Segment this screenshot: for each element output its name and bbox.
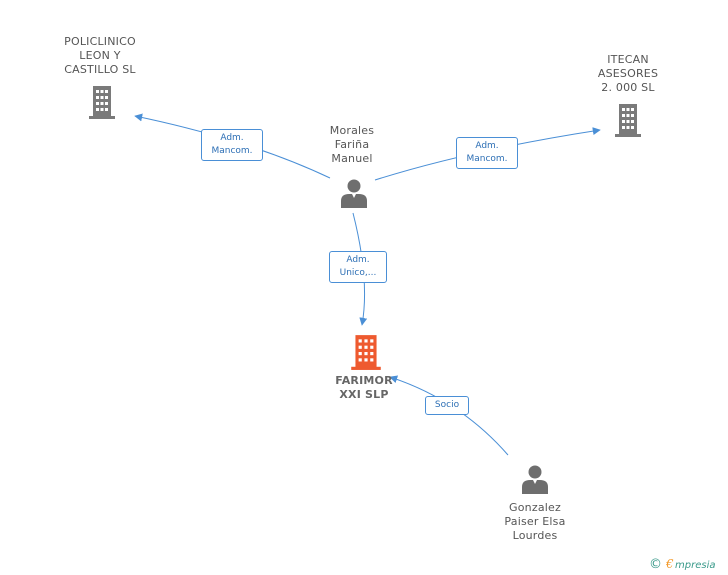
copyright-symbol: © (649, 556, 662, 572)
node-label-gonzalez[interactable]: Gonzalez Paiser Elsa Lourdes (483, 501, 587, 543)
building-icon[interactable] (86, 84, 118, 120)
edge-label-line-2: Unico,... (339, 268, 377, 278)
policlinico-line-1: POLICLINICO (64, 35, 136, 48)
morales-line-2: Fariña (334, 138, 370, 151)
edge-label-morales-policlinico[interactable]: Adm. Mancom. (201, 129, 263, 161)
itecan-line-2: ASESORES (597, 67, 659, 80)
empresia-logo-text: mpresia (675, 560, 715, 571)
edge-label-line-1: Adm. (475, 141, 499, 151)
edge-label-line-1: Socio (434, 400, 460, 410)
edge-label-line-1: Adm. (220, 133, 244, 143)
edge-label-morales-farimor[interactable]: Adm. Unico,... (329, 251, 387, 283)
gonzalez-line-3: Lourdes (512, 529, 558, 542)
edge-label-line-1: Adm. (346, 255, 370, 265)
gonzalez-line-1: Gonzalez (509, 501, 561, 514)
person-icon[interactable] (520, 464, 550, 494)
edge-label-line-2: Mancom. (211, 146, 253, 156)
building-icon-focus[interactable] (349, 333, 383, 371)
edge-label-morales-itecan[interactable]: Adm. Mancom. (456, 137, 518, 169)
node-label-farimor[interactable]: FARIMOR XXI SLP (314, 374, 414, 402)
itecan-line-1: ITECAN (607, 53, 649, 66)
farimor-line-1: FARIMOR (335, 374, 393, 387)
morales-line-3: Manuel (331, 152, 373, 165)
node-label-policlinico[interactable]: POLICLINICO LEON Y CASTILLO SL (48, 35, 152, 77)
edge-label-gonzalez-farimor[interactable]: Socio (425, 396, 469, 415)
morales-line-1: Morales (329, 124, 375, 137)
itecan-line-3: 2. 000 SL (601, 81, 655, 94)
person-icon[interactable] (339, 178, 369, 208)
edge-label-line-2: Mancom. (466, 154, 508, 164)
farimor-line-2: XXI SLP (339, 388, 389, 401)
building-icon[interactable] (612, 102, 644, 138)
node-label-itecan[interactable]: ITECAN ASESORES 2. 000 SL (576, 53, 680, 95)
policlinico-line-3: CASTILLO SL (64, 63, 136, 76)
empresia-logo-e: € (666, 557, 674, 571)
node-label-morales[interactable]: Morales Fariña Manuel (300, 124, 404, 166)
policlinico-line-2: LEON Y (79, 49, 121, 62)
empresia-logo[interactable]: € mpresia (666, 556, 724, 572)
gonzalez-line-2: Paiser Elsa (504, 515, 566, 528)
footer-brand: © € mpresia (649, 556, 724, 572)
